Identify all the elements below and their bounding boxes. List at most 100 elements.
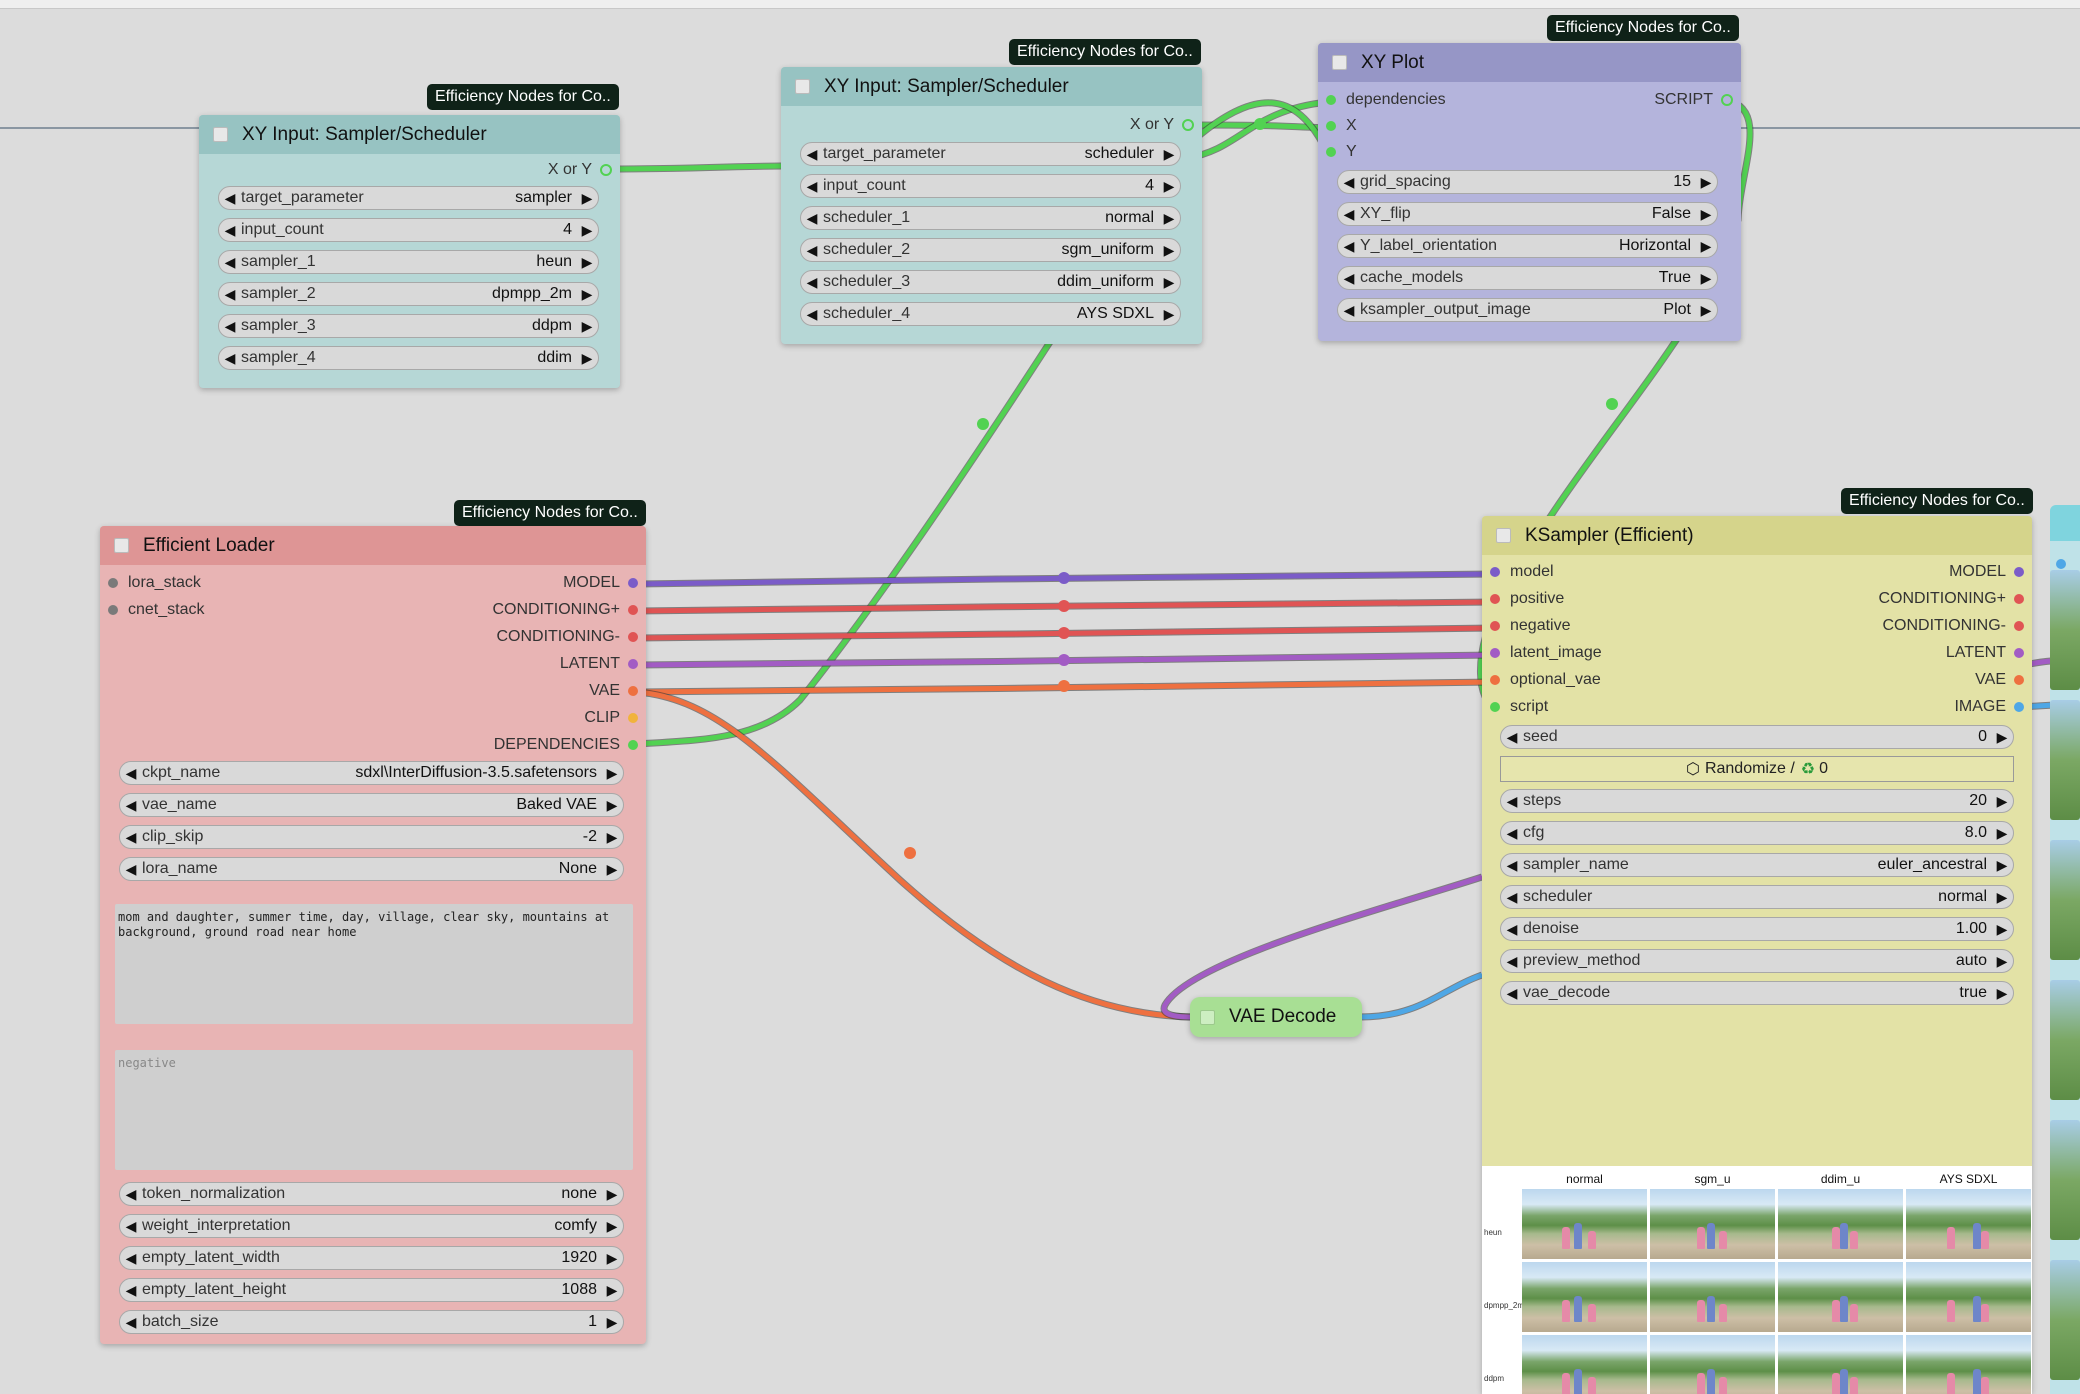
increment-arrow-icon[interactable]: ▶ bbox=[606, 1249, 618, 1266]
widget-clip-skip[interactable]: ◀clip_skip-2▶ bbox=[119, 825, 624, 849]
decrement-arrow-icon[interactable]: ◀ bbox=[806, 209, 818, 226]
decrement-arrow-icon[interactable]: ◀ bbox=[125, 1281, 137, 1298]
decrement-arrow-icon[interactable]: ◀ bbox=[1343, 205, 1355, 222]
input-latent-image[interactable]: latent_image bbox=[1490, 644, 1602, 662]
port-dot[interactable] bbox=[1490, 702, 1500, 712]
decrement-arrow-icon[interactable]: ◀ bbox=[1343, 301, 1355, 318]
decrement-arrow-icon[interactable]: ◀ bbox=[125, 1313, 137, 1330]
collapse-toggle[interactable] bbox=[795, 79, 810, 94]
output-latent[interactable]: LATENT bbox=[560, 655, 638, 673]
port-dot[interactable] bbox=[108, 605, 118, 615]
increment-arrow-icon[interactable]: ▶ bbox=[1163, 209, 1175, 226]
link-dependencies[interactable] bbox=[637, 340, 1053, 747]
increment-arrow-icon[interactable]: ▶ bbox=[1996, 952, 2008, 969]
output-conditioning-pos[interactable]: CONDITIONING+ bbox=[1878, 590, 2024, 608]
increment-arrow-icon[interactable]: ▶ bbox=[1163, 177, 1175, 194]
decrement-arrow-icon[interactable]: ◀ bbox=[1506, 792, 1518, 809]
increment-arrow-icon[interactable]: ▶ bbox=[1996, 728, 2008, 745]
increment-arrow-icon[interactable]: ▶ bbox=[1996, 920, 2008, 937]
decrement-arrow-icon[interactable]: ◀ bbox=[125, 796, 137, 813]
decrement-arrow-icon[interactable]: ◀ bbox=[806, 145, 818, 162]
port-dot[interactable] bbox=[628, 740, 638, 750]
link-script-midpoint[interactable] bbox=[1606, 398, 1618, 410]
link-vae[interactable] bbox=[637, 679, 1495, 695]
decrement-arrow-icon[interactable]: ◀ bbox=[224, 253, 236, 270]
input-negative[interactable]: negative bbox=[1490, 617, 1571, 635]
increment-arrow-icon[interactable]: ▶ bbox=[606, 828, 618, 845]
decrement-arrow-icon[interactable]: ◀ bbox=[1506, 888, 1518, 905]
output-conditioning-neg[interactable]: CONDITIONING- bbox=[1882, 617, 2024, 635]
link-dependencies-midpoint[interactable] bbox=[977, 418, 989, 430]
decrement-arrow-icon[interactable]: ◀ bbox=[1506, 856, 1518, 873]
collapse-toggle[interactable] bbox=[114, 538, 129, 553]
collapse-toggle[interactable] bbox=[213, 127, 228, 142]
increment-arrow-icon[interactable]: ▶ bbox=[1700, 269, 1712, 286]
link-image-out[interactable] bbox=[1359, 972, 1483, 1020]
output-x-or-y[interactable]: X or Y bbox=[548, 161, 612, 179]
port-dot[interactable] bbox=[628, 686, 638, 696]
port-dot[interactable] bbox=[108, 578, 118, 588]
output-port[interactable] bbox=[600, 164, 612, 176]
output-conditioning-neg[interactable]: CONDITIONING- bbox=[496, 628, 638, 646]
link-latent[interactable] bbox=[637, 652, 1495, 668]
link-xy1-to-xy2[interactable] bbox=[606, 163, 782, 172]
output-latent[interactable]: LATENT bbox=[1946, 644, 2024, 662]
decrement-arrow-icon[interactable]: ◀ bbox=[806, 273, 818, 290]
output-port[interactable] bbox=[1182, 119, 1194, 131]
increment-arrow-icon[interactable]: ▶ bbox=[1996, 856, 2008, 873]
port-dot[interactable] bbox=[2014, 621, 2024, 631]
node-xy-input-sampler[interactable]: Efficiency Nodes for Co.. XY Input: Samp… bbox=[199, 84, 620, 388]
node-title-bar[interactable]: XY Plot bbox=[1318, 43, 1741, 82]
decrement-arrow-icon[interactable]: ◀ bbox=[1506, 984, 1518, 1001]
port-dot[interactable] bbox=[1326, 147, 1336, 157]
port-dot[interactable] bbox=[628, 605, 638, 615]
decrement-arrow-icon[interactable]: ◀ bbox=[806, 177, 818, 194]
port-dot[interactable] bbox=[1490, 567, 1500, 577]
input-model[interactable]: model bbox=[1490, 563, 1554, 581]
increment-arrow-icon[interactable]: ▶ bbox=[606, 1281, 618, 1298]
input-y[interactable]: Y bbox=[1326, 143, 1357, 161]
decrement-arrow-icon[interactable]: ◀ bbox=[224, 349, 236, 366]
decrement-arrow-icon[interactable]: ◀ bbox=[1506, 952, 1518, 969]
port-dot[interactable] bbox=[1490, 621, 1500, 631]
link-vae-midpoint[interactable] bbox=[1058, 680, 1070, 692]
increment-arrow-icon[interactable]: ▶ bbox=[581, 285, 593, 302]
port-dot[interactable] bbox=[1326, 121, 1336, 131]
increment-arrow-icon[interactable]: ▶ bbox=[606, 1185, 618, 1202]
decrement-arrow-icon[interactable]: ◀ bbox=[224, 285, 236, 302]
link-model-midpoint[interactable] bbox=[1058, 572, 1070, 584]
increment-arrow-icon[interactable]: ▶ bbox=[1163, 273, 1175, 290]
port-dot[interactable] bbox=[1490, 648, 1500, 658]
increment-arrow-icon[interactable]: ▶ bbox=[606, 764, 618, 781]
output-x-or-y[interactable]: X or Y bbox=[1130, 116, 1194, 134]
port-dot[interactable] bbox=[628, 578, 638, 588]
port-dot[interactable] bbox=[1490, 594, 1500, 604]
port-dot[interactable] bbox=[2014, 648, 2024, 658]
link-latent-midpoint[interactable] bbox=[1058, 654, 1070, 666]
increment-arrow-icon[interactable]: ▶ bbox=[581, 221, 593, 238]
node-title-bar[interactable]: XY Input: Sampler/Scheduler bbox=[199, 115, 620, 154]
decrement-arrow-icon[interactable]: ◀ bbox=[125, 828, 137, 845]
output-clip[interactable]: CLIP bbox=[584, 709, 638, 727]
input-cnet-stack[interactable]: cnet_stack bbox=[108, 601, 204, 619]
link-xy-extra[interactable] bbox=[1185, 100, 1331, 156]
input-positive[interactable]: positive bbox=[1490, 590, 1564, 608]
output-model[interactable]: MODEL bbox=[1949, 563, 2024, 581]
decrement-arrow-icon[interactable]: ◀ bbox=[1343, 237, 1355, 254]
